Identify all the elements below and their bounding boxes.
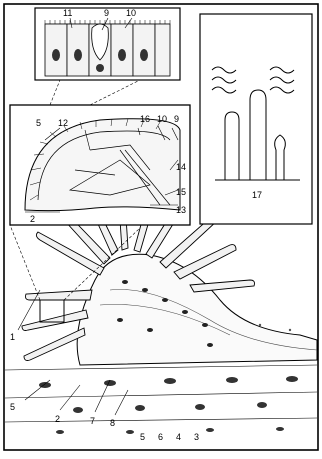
label-4: 4	[176, 432, 181, 442]
cell-label-9: 9	[104, 8, 109, 18]
label-1: 1	[10, 332, 15, 342]
inset-label-16: 16	[140, 114, 150, 124]
label-8: 8	[110, 418, 115, 428]
cell-inset: 11 9 10	[35, 8, 180, 80]
inset-label-14: 14	[176, 162, 186, 172]
cell-label-11: 11	[63, 8, 72, 18]
villus-profile-panel: 17	[200, 14, 312, 224]
inset-label-10: 10	[157, 114, 167, 124]
panel-label-17: 17	[252, 190, 262, 200]
mucosal-fold	[77, 254, 317, 365]
inset-label-9: 9	[174, 114, 179, 124]
inset-label-12: 12	[58, 118, 68, 128]
label-5-left: 5	[10, 402, 15, 412]
label-7: 7	[90, 416, 95, 426]
inset-label-2: 2	[30, 214, 35, 224]
inset-label-13: 13	[176, 205, 186, 215]
inset-label-15: 15	[176, 187, 186, 197]
label-6: 6	[158, 432, 163, 442]
label-5-bottom: 5	[140, 432, 145, 442]
label-2: 2	[55, 414, 60, 424]
villus-inset: 5 12 16 10 9 14 15 13 2	[10, 80, 190, 225]
cell-label-10: 10	[126, 8, 136, 18]
inset-label-5: 5	[36, 118, 41, 128]
label-3: 3	[194, 432, 199, 442]
